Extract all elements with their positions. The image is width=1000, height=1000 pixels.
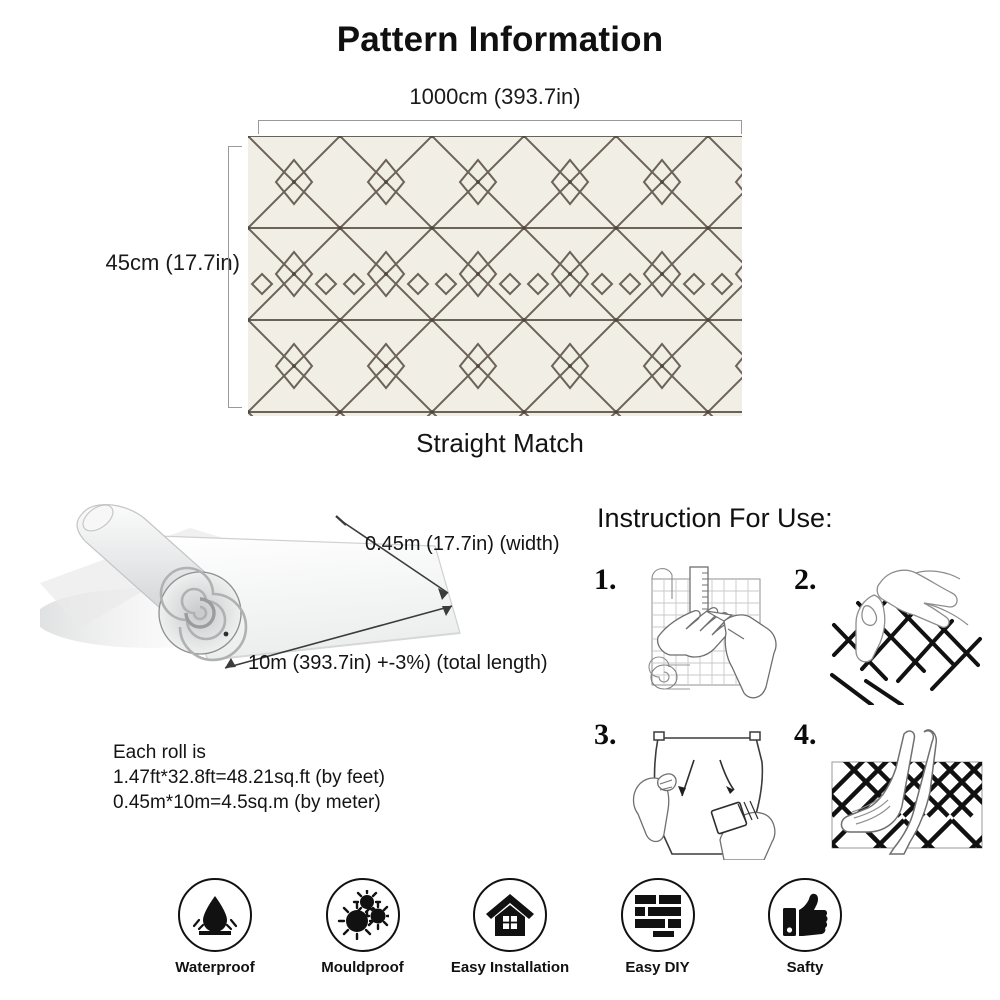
instruction-step-2: 2. [788, 555, 988, 710]
water-drop-icon [178, 878, 252, 952]
feature-waterproof-label: Waterproof [175, 959, 255, 976]
match-type-label: Straight Match [416, 428, 584, 458]
feature-waterproof: Waterproof [150, 878, 280, 976]
top-dimension-bracket [258, 120, 742, 134]
feature-easy-diy-label: Easy DIY [625, 959, 690, 976]
feature-badges: Waterproof Mouldproof [150, 878, 870, 988]
roll-info-line-3: 0.45m*10m=4.5sq.m (by meter) [113, 792, 381, 813]
brick-wall-icon [620, 878, 695, 952]
thumbs-up-icon [768, 878, 842, 952]
instruction-step-1: 1. [588, 555, 788, 710]
mould-spore-icon [325, 878, 400, 952]
feature-mouldproof: Mouldproof [298, 878, 428, 976]
measure-and-cut-icon [628, 559, 786, 705]
instructions-title: Instruction For Use: [597, 503, 833, 533]
page-title: Pattern Information [336, 20, 664, 59]
peel-backing-icon [828, 559, 986, 705]
instruction-step-4: 4. [788, 710, 988, 865]
feature-safety-label: Safty [786, 959, 824, 976]
wallpaper-swatch [248, 136, 742, 416]
left-dimension-bracket [228, 146, 242, 408]
step-1-number: 1. [594, 563, 617, 596]
feature-safety: Safty [740, 878, 870, 976]
squeegee-smooth-icon [628, 714, 786, 860]
instruction-steps: 1. [588, 555, 988, 870]
top-dimension-label: 1000cm (393.7in) [409, 84, 581, 109]
roll-length-label: 10m (393.7in) +-3%) (total length) [248, 652, 548, 674]
roll-info-line-2: 1.47ft*32.8ft=48.21sq.ft (by feet) [113, 767, 385, 788]
roll-width-label: 0.45m (17.7in) (width) [365, 533, 560, 555]
feature-easy-installation-label: Easy Installation [450, 959, 570, 976]
wallpaper-roll-illustration [40, 488, 585, 698]
feature-easy-diy: Easy DIY [593, 878, 723, 976]
feature-mouldproof-label: Mouldproof [321, 959, 404, 976]
left-dimension-label: 45cm (17.7in) [105, 250, 240, 275]
step-2-number: 2. [794, 563, 817, 596]
roll-info-line-1: Each roll is [113, 742, 206, 763]
feature-easy-installation: Easy Installation [445, 878, 575, 976]
press-to-wall-icon [828, 714, 986, 860]
roll-coverage-info: Each roll is 1.47ft*32.8ft=48.21sq.ft (b… [113, 740, 385, 815]
step-4-number: 4. [794, 718, 817, 751]
instruction-step-3: 3. [588, 710, 788, 865]
house-icon [473, 878, 547, 952]
step-3-number: 3. [594, 718, 617, 751]
